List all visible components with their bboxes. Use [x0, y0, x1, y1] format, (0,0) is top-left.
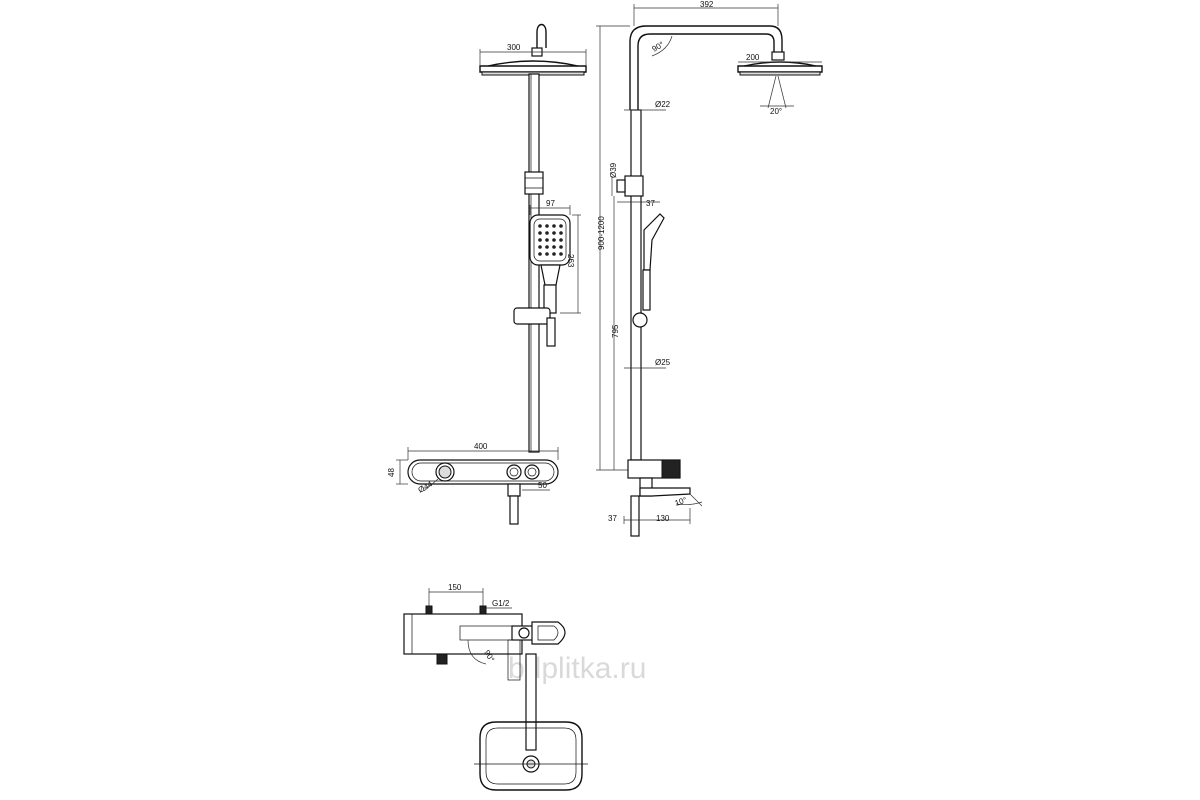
dim-arm-angle: 90° [651, 40, 666, 54]
dim-overhead-width-front: 300 [507, 43, 521, 52]
outlet-fitting-front [507, 483, 521, 497]
riser-pipe-side [630, 109, 642, 461]
dim-spout-angle: 10° [674, 495, 688, 508]
thermostat-side [627, 459, 691, 537]
shower-arm-side [629, 25, 783, 110]
hand-shower-front [529, 214, 571, 314]
dim-spout-length: 130 [656, 514, 670, 523]
overhead-shower-front [479, 23, 587, 76]
dim-lower-height: 795 [611, 324, 620, 338]
top-view: 150 G1/2 90° [403, 583, 588, 791]
dim-handshower-height: 263 [566, 254, 575, 268]
side-view: 392 90° 200 20° Ø22 Ø39 37 [596, 0, 823, 537]
dim-wall-offset: 37 [608, 514, 617, 523]
dim-thread: G1/2 [492, 599, 510, 608]
dim-pipe-lower-diameter: Ø25 [655, 358, 671, 367]
thermostat-front [407, 459, 559, 485]
dim-thermostat-width: 400 [474, 442, 488, 451]
dim-spray-angle: 20° [770, 107, 782, 116]
thermostat-body-top [403, 613, 523, 655]
riser-top [525, 653, 537, 751]
dim-inlet-spacing: 150 [448, 583, 462, 592]
outlet-pipe-front [509, 495, 519, 525]
slide-holder-front [513, 307, 551, 325]
dim-height-range: 900-1200 [597, 216, 606, 250]
dim-bracket-depth: 37 [646, 199, 655, 208]
wall-bracket-front [524, 171, 544, 195]
dim-pipe-upper-diameter: Ø22 [655, 100, 671, 109]
dim-arm-length: 392 [700, 0, 714, 9]
dim-bracket-diameter: Ø39 [609, 162, 618, 178]
wall-bracket-side [624, 175, 644, 197]
knob-top [436, 653, 448, 665]
dim-thermostat-height: 48 [387, 468, 396, 477]
inlet-left [425, 605, 433, 615]
front-view: 300 97 263 [387, 23, 587, 525]
overhead-shower-top [474, 721, 588, 791]
dim-outlet-offset: 50 [538, 481, 547, 490]
dim-overhead-width-side: 200 [746, 53, 760, 62]
hose-front [546, 317, 556, 347]
slide-holder-side [632, 312, 648, 328]
hand-shower-side [643, 213, 665, 271]
dim-handshower-width: 97 [546, 199, 555, 208]
hand-shower-top [531, 621, 566, 645]
inlet-right [479, 605, 487, 615]
